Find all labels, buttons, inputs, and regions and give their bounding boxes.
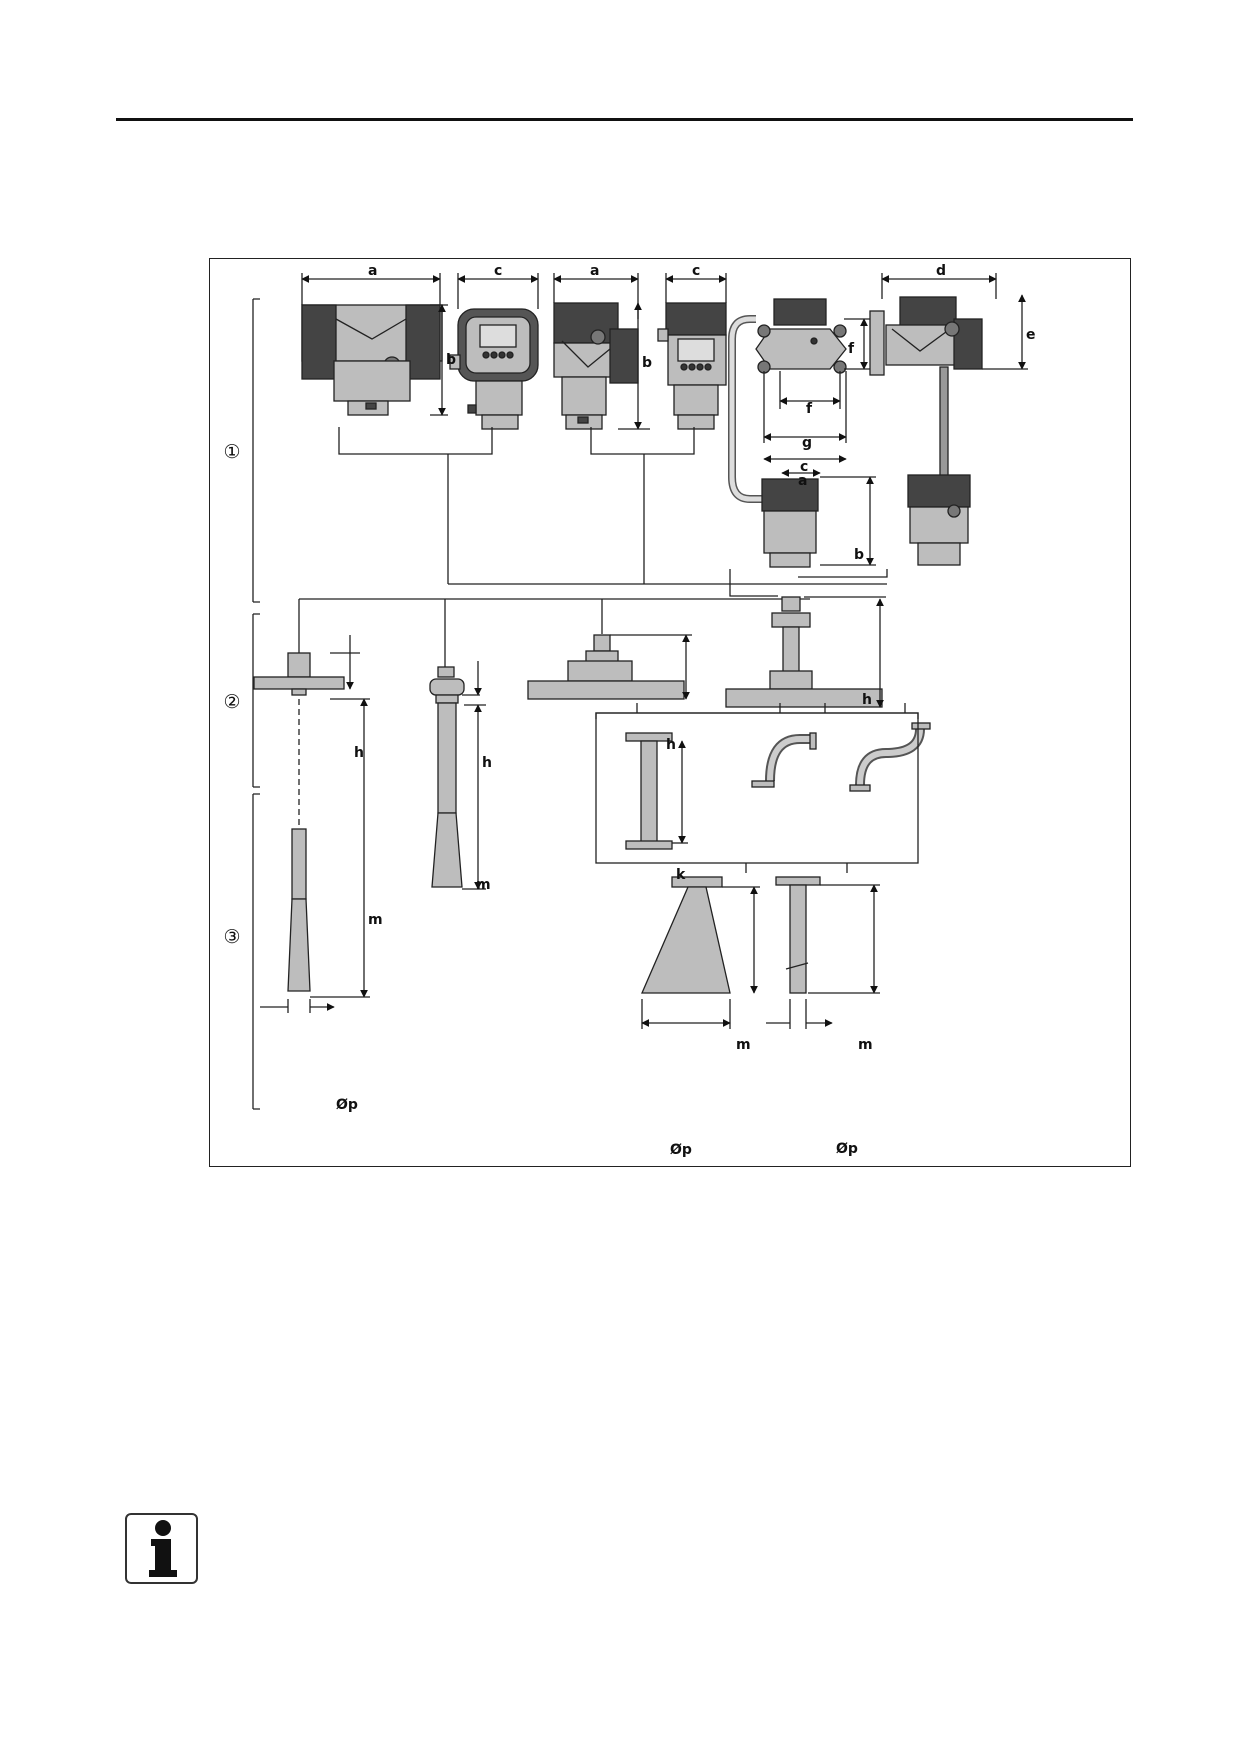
remote-housing-wall (869, 296, 983, 566)
dim-label-f: f (806, 401, 813, 417)
antenna-cone-2 (431, 702, 463, 888)
dim-label-f: f (848, 341, 855, 357)
antenna-thread-2 (429, 666, 465, 704)
group-marker-2: ② (223, 691, 240, 713)
dim-label-h: h (666, 737, 676, 753)
dim-label-m: m (736, 1037, 751, 1053)
antenna-flange-3 (527, 634, 685, 700)
dim-label-d: d (936, 263, 946, 279)
housing-4 (657, 302, 727, 430)
dimensions-figure: ① ② ③ a c b a c b d e f f g c a b h h h … (209, 258, 1131, 1167)
dim-label-h: h (862, 692, 872, 708)
dim-label-k: k (676, 867, 686, 883)
dim-label-p: Øp (336, 1097, 358, 1113)
header-rule (116, 118, 1133, 121)
dim-label-c: c (692, 263, 700, 279)
tube-antenna (775, 876, 821, 994)
dim-label-a: a (368, 263, 377, 279)
info-icon (125, 1513, 198, 1584)
remote-housing-lower (761, 478, 819, 568)
housing-2 (449, 308, 539, 430)
dim-label-b: b (446, 352, 456, 368)
housing-1 (301, 304, 443, 416)
dim-label-e: e (1026, 327, 1036, 343)
dim-label-g: g (802, 435, 812, 451)
group-marker-1: ① (223, 441, 240, 463)
dim-label-p: Øp (836, 1141, 858, 1157)
dim-label-h: h (482, 755, 492, 771)
dim-label-m: m (858, 1037, 873, 1053)
housing-3 (553, 302, 639, 430)
dim-label-a: a (798, 473, 807, 489)
dim-label-h: h (354, 745, 364, 761)
dim-label-c: c (800, 459, 808, 475)
dim-label-m: m (368, 912, 383, 928)
remote-housing-compact (755, 298, 847, 374)
dim-label-p: Øp (670, 1142, 692, 1158)
dim-label-m: m (476, 877, 491, 893)
dim-label-a: a (590, 263, 599, 279)
waveguide-bend (765, 734, 812, 782)
dim-label-b: b (854, 547, 864, 563)
antenna-cone-1 (287, 699, 311, 992)
group-marker-3: ③ (223, 926, 240, 948)
dim-label-b: b (642, 355, 652, 371)
horn-antenna (641, 876, 731, 994)
antenna-flange-4 (725, 596, 883, 708)
dimensions-drawing: ① ② ③ a c b a c b d e f f g c a b h h h … (223, 263, 1036, 1158)
antenna-flange-1 (253, 652, 345, 696)
waveguide-straight (625, 732, 673, 850)
dimension-lines (260, 273, 1028, 1029)
dim-label-c: c (494, 263, 502, 279)
